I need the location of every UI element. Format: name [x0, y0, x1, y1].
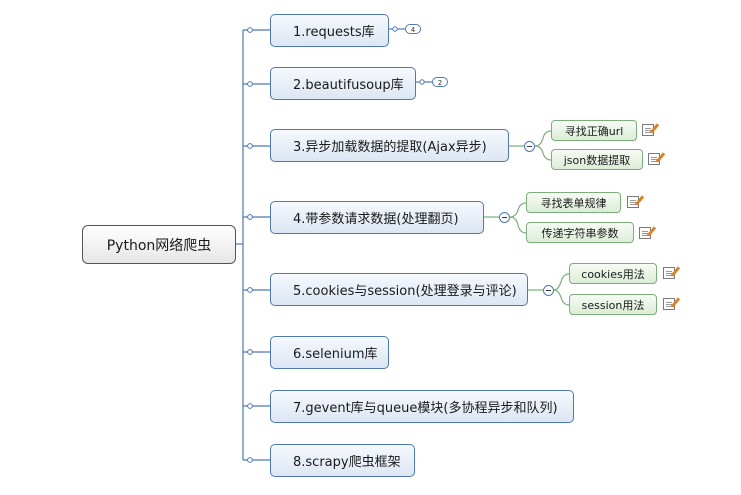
- topic-label: 3.异步加载数据的提取(Ajax异步): [293, 140, 487, 155]
- root-node[interactable]: Python网络爬虫: [82, 225, 236, 264]
- subtopic-session[interactable]: session用法: [569, 294, 657, 315]
- note-pencil-icon[interactable]: [642, 124, 654, 136]
- topic-label: 5.cookies与session(处理登录与评论): [293, 284, 517, 299]
- note-pencil-icon[interactable]: [639, 227, 651, 239]
- topic-label: 8.scrapy爬虫框架: [293, 455, 401, 470]
- topic-scrapy[interactable]: 8.scrapy爬虫框架: [270, 444, 415, 477]
- subtopic-cookies[interactable]: cookies用法: [569, 263, 657, 284]
- subtopic-label: 传递字符串参数: [541, 226, 619, 240]
- topic-selenium[interactable]: 6.selenium库: [270, 336, 389, 369]
- subtopic-label: 寻找表单规律: [540, 196, 607, 210]
- subtopic-label: json数据提取: [563, 153, 631, 167]
- child-count-badge[interactable]: 2: [432, 77, 448, 87]
- topic-cookies-session[interactable]: 5.cookies与session(处理登录与评论): [270, 273, 528, 306]
- subtopic-form[interactable]: 寻找表单规律: [526, 192, 621, 213]
- minus-circle-icon[interactable]: [499, 212, 510, 223]
- topic-requests[interactable]: 1.requests库: [270, 14, 389, 47]
- topic-label: 1.requests库: [293, 25, 375, 40]
- note-pencil-icon[interactable]: [663, 298, 675, 310]
- topic-label: 7.gevent库与queue模块(多协程异步和队列): [293, 401, 558, 416]
- subtopic-find-url[interactable]: 寻找正确url: [551, 120, 637, 141]
- minus-circle-icon[interactable]: [543, 285, 554, 296]
- topic-label: 4.带参数请求数据(处理翻页): [293, 212, 459, 227]
- subtopic-string-params[interactable]: 传递字符串参数: [526, 222, 634, 243]
- minus-circle-icon[interactable]: [524, 141, 535, 152]
- subtopic-label: 寻找正确url: [564, 124, 624, 138]
- topic-gevent-queue[interactable]: 7.gevent库与queue模块(多协程异步和队列): [270, 390, 574, 423]
- topic-ajax[interactable]: 3.异步加载数据的提取(Ajax异步): [270, 129, 509, 162]
- topic-label: 6.selenium库: [293, 347, 378, 362]
- note-pencil-icon[interactable]: [663, 267, 675, 279]
- subtopic-json[interactable]: json数据提取: [551, 149, 643, 170]
- topic-label: 2.beautifusoup库: [293, 78, 404, 93]
- topic-params[interactable]: 4.带参数请求数据(处理翻页): [270, 201, 484, 234]
- subtopic-label: session用法: [581, 298, 645, 312]
- note-pencil-icon[interactable]: [648, 153, 660, 165]
- subtopic-label: cookies用法: [581, 267, 645, 281]
- root-label: Python网络爬虫: [106, 237, 212, 254]
- topic-beautifulsoup[interactable]: 2.beautifusoup库: [270, 67, 416, 100]
- child-count-badge[interactable]: 4: [405, 24, 421, 34]
- note-pencil-icon[interactable]: [627, 196, 639, 208]
